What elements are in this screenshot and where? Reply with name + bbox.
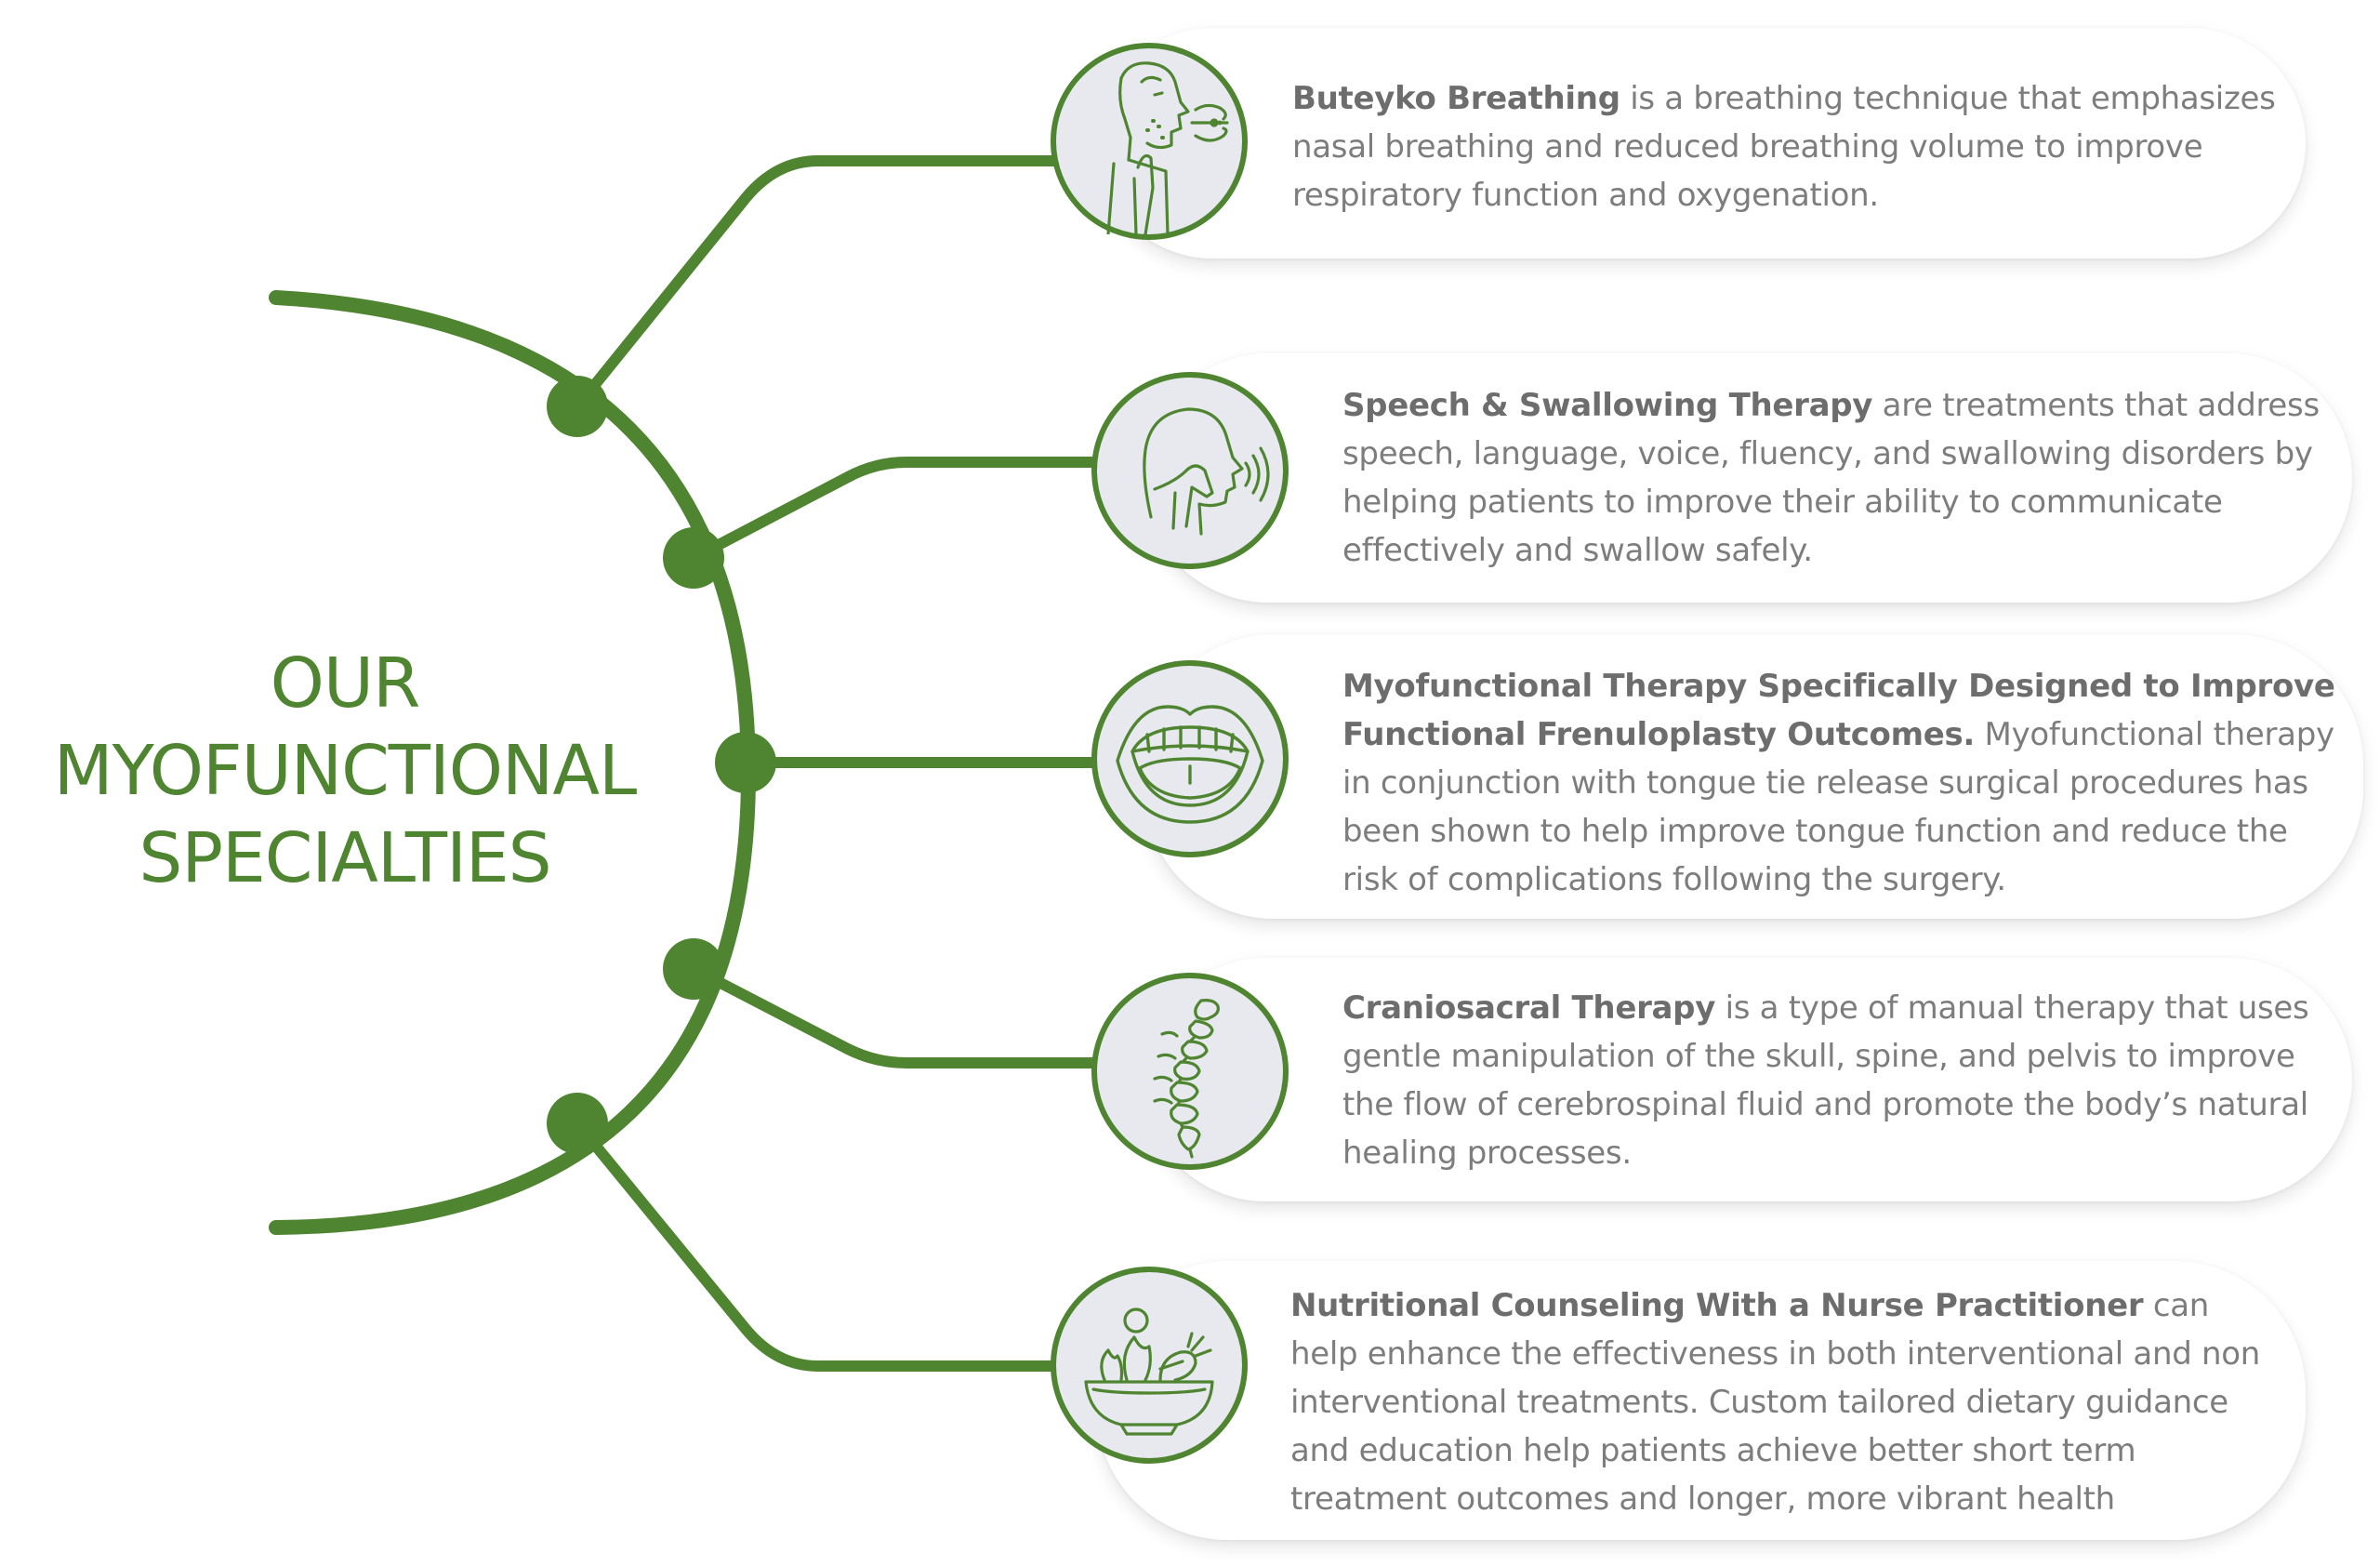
specialty-card-speech	[1144, 353, 2352, 603]
icon-circle-nutrition	[1051, 1267, 1248, 1464]
connector-line-2	[691, 457, 1097, 564]
specialty-heading: Nutritional Counseling With a Nurse Prac…	[1290, 1287, 2144, 1324]
specialty-card-myofunctional	[1144, 634, 2363, 919]
specialty-text-nutrition: Nutritional Counseling With a Nurse Prac…	[1290, 1281, 2276, 1523]
open-mouth-icon	[1116, 705, 1264, 824]
node-dot-4	[663, 938, 724, 1000]
specialty-text-myofunctional: Myofunctional Therapy Specifically Desig…	[1342, 662, 2351, 904]
node-dot-3	[715, 732, 776, 793]
specialty-text-speech: Speech & Swallowing Therapy are treatmen…	[1342, 381, 2328, 575]
title-line-3: SPECIALTIES	[139, 818, 551, 898]
icon-circle-myofunctional	[1091, 660, 1289, 857]
specialty-description: can help enhance the effectiveness in bo…	[1290, 1287, 2260, 1518]
connector-line-5	[573, 1120, 1055, 1372]
icon-circle-craniosacral	[1091, 973, 1289, 1170]
icon-circle-speech	[1091, 372, 1289, 569]
specialty-heading: Craniosacral Therapy	[1342, 989, 1716, 1027]
specialty-heading: Buteyko Breathing	[1292, 80, 1620, 117]
node-dot-2	[663, 527, 724, 589]
specialty-description: Myofunctional therapy in conjunction wit…	[1342, 716, 2334, 898]
icon-circle-buteyko	[1051, 43, 1248, 240]
node-dot-1	[547, 376, 608, 437]
specialty-description: are treatments that address speech, lang…	[1342, 387, 2320, 569]
title-line-1: OUR	[270, 644, 421, 723]
speech-head-icon	[1143, 407, 1270, 536]
specialty-card-craniosacral	[1144, 958, 2352, 1201]
breathing-person-icon	[1106, 61, 1229, 234]
specialty-description: is a breathing technique that emphasizes…	[1292, 80, 2276, 214]
specialty-text-craniosacral: Craniosacral Therapy is a type of manual…	[1342, 984, 2328, 1177]
specialty-card-nutrition	[1097, 1261, 2306, 1540]
specialty-card-buteyko	[1097, 28, 2306, 259]
connector-line-4	[691, 963, 1097, 1068]
connector-line-1	[573, 155, 1055, 410]
salad-bowl-icon	[1084, 1307, 1214, 1436]
spine-icon	[1153, 999, 1220, 1159]
specialty-description: is a type of manual therapy that uses ge…	[1342, 989, 2309, 1172]
title-line-2: MYOFUNCTIONAL	[53, 731, 637, 811]
specialty-heading: Myofunctional Therapy Specifically Desig…	[1342, 668, 2335, 753]
specialty-heading: Speech & Swallowing Therapy	[1342, 387, 1873, 424]
page-title: OUR MYOFUNCTIONAL SPECIALTIES	[0, 640, 690, 902]
specialty-text-buteyko: Buteyko Breathing is a breathing techniq…	[1292, 74, 2278, 219]
node-dot-5	[547, 1093, 608, 1154]
